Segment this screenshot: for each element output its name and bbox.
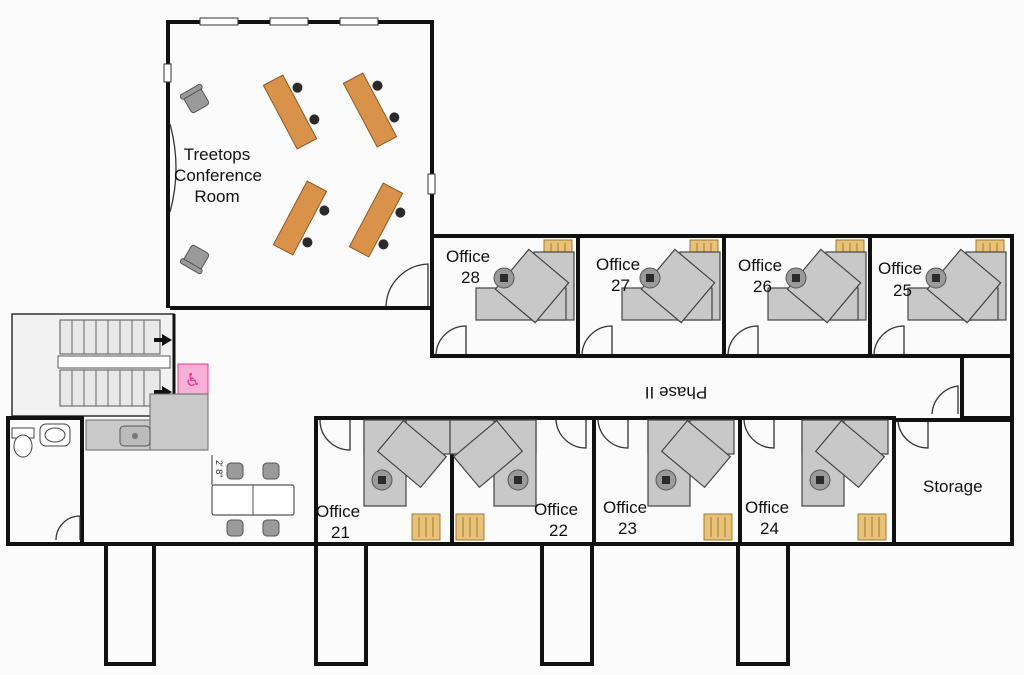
office-22: Office 22 <box>449 419 587 541</box>
office-27-label-2: 27 <box>611 276 630 295</box>
window-1 <box>199 17 239 26</box>
conference-table-4 <box>348 182 414 264</box>
conference-room-label-1: Treetops <box>184 145 250 164</box>
office-25-label-2: 25 <box>893 281 912 300</box>
conference-table-2 <box>342 66 408 148</box>
restroom <box>6 416 84 546</box>
office-25-label-1: Office <box>878 259 922 278</box>
storage-label: Storage <box>923 477 983 496</box>
conference-table-1 <box>262 68 328 150</box>
building-walls <box>6 234 1014 666</box>
window-3 <box>339 17 379 26</box>
office-21: Office 21 <box>316 419 451 542</box>
office-28: Office 28 <box>435 239 575 355</box>
accessible-icon: ♿ <box>185 370 201 391</box>
office-27: Office 27 <box>581 239 721 355</box>
arrow-right-icon <box>154 386 172 398</box>
toilet-icon <box>13 434 33 458</box>
conference-table-3 <box>272 180 338 262</box>
arrow-left-icon <box>154 334 172 346</box>
storage-room: Storage <box>897 421 983 496</box>
office-26-label-2: 26 <box>753 277 772 296</box>
conference-room-label-2: Conference <box>174 166 262 185</box>
window-2 <box>269 17 309 26</box>
office-28-label-1: Office <box>446 247 490 266</box>
office-24-label-1: Office <box>745 498 789 517</box>
office-25: Office 25 <box>873 239 1007 355</box>
conference-room: Treetops Conference Room <box>163 17 436 310</box>
stairwell <box>11 313 176 417</box>
corridor-label: Phase II <box>645 383 707 402</box>
office-26: Office 26 <box>727 239 867 355</box>
office-26-label-1: Office <box>738 256 782 275</box>
office-22-label-2: 22 <box>549 521 568 540</box>
office-21-label-1: Office <box>316 502 360 521</box>
office-row-bottom: Office 21 Office 22 Office 23 Office 24 … <box>316 419 983 542</box>
lounge-chair-1 <box>179 83 210 114</box>
office-24: Office 24 <box>743 419 889 541</box>
office-24-label-2: 24 <box>760 519 779 538</box>
dimension-label: 2' 8" <box>214 460 224 477</box>
office-row-top: Office 28 Office 27 Office 26 Office 25 <box>435 239 1007 355</box>
office-23: Office 23 <box>597 419 735 541</box>
elevator-lobby: ♿ 2' 8" <box>85 363 295 537</box>
office-21-label-2: 21 <box>331 523 350 542</box>
office-28-label-2: 28 <box>461 268 480 287</box>
office-22-label-1: Office <box>534 500 578 519</box>
lounge-chair-2 <box>179 244 210 275</box>
office-27-label-1: Office <box>596 255 640 274</box>
office-23-label-2: 23 <box>618 519 637 538</box>
conference-room-label-3: Room <box>194 187 239 206</box>
office-23-label-1: Office <box>603 498 647 517</box>
